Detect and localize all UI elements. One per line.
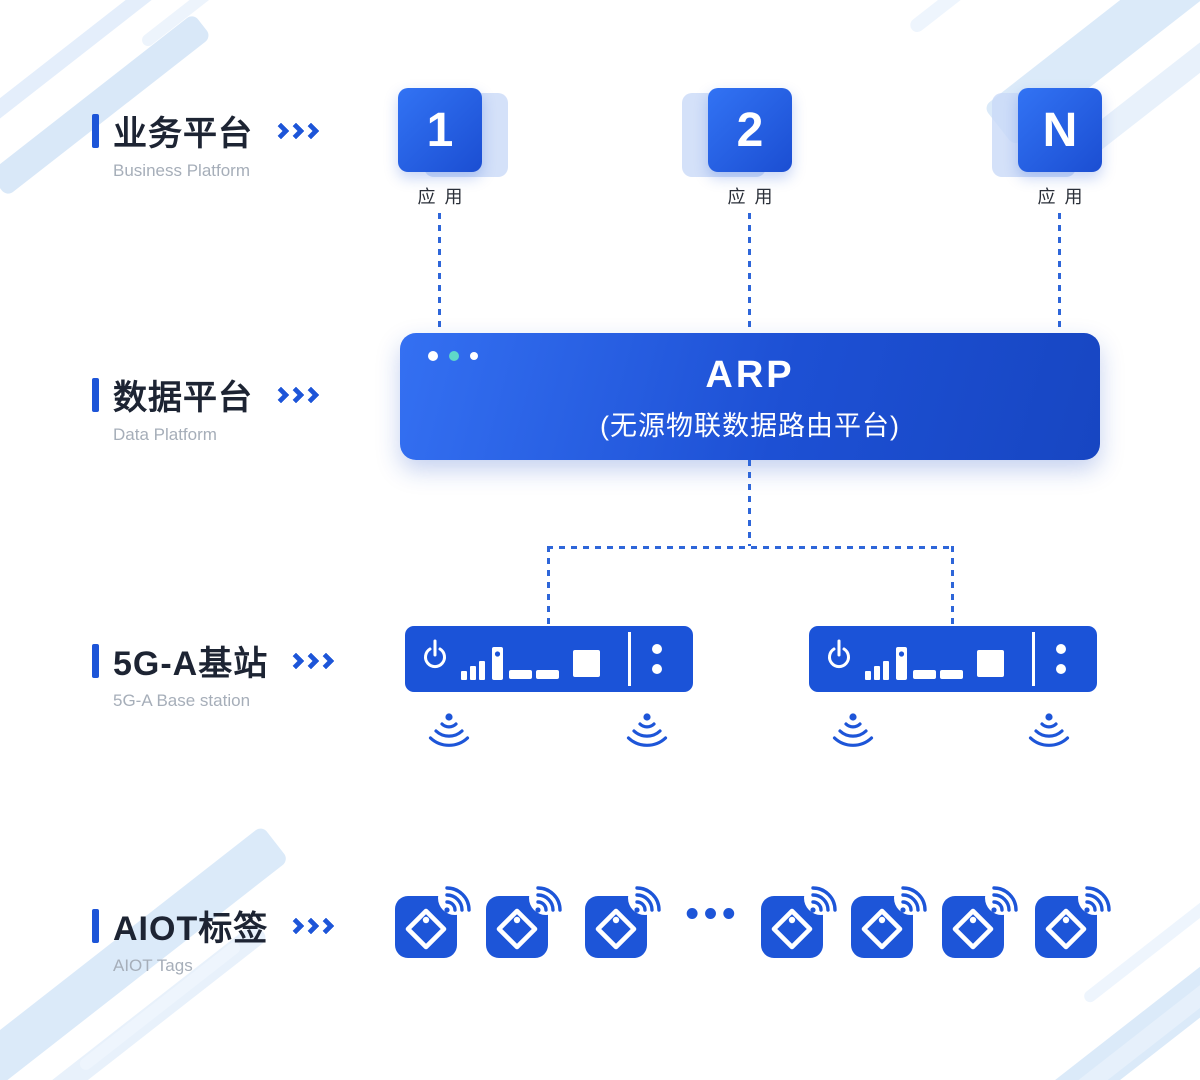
base-station-1 [405, 626, 693, 697]
app-tile-1: 1 应用 [398, 88, 508, 209]
section-title: AIOT标签 [113, 910, 269, 948]
base-station-icon [809, 626, 1097, 692]
app-number: N [1018, 88, 1102, 172]
aiot-tag-icon [1033, 876, 1112, 965]
section-subtitle: AIOT Tags [113, 956, 193, 975]
aiot-tag-icon [940, 876, 1019, 965]
triple-chevron-icon [272, 386, 320, 403]
aiot-tag-icon [759, 876, 838, 965]
app-caption: 应用 [727, 187, 782, 207]
window-dots-icon [428, 351, 489, 361]
section-title: 业务平台 [113, 115, 253, 153]
aiot-tag-icon [393, 876, 472, 965]
wifi-signal-icon [426, 710, 472, 755]
section-title: 5G-A基站 [113, 645, 269, 683]
connector-appn-arp [1058, 213, 1061, 333]
section-subtitle: 5G-A Base station [113, 691, 251, 710]
connector-branch-station1 [547, 546, 550, 626]
section-subtitle: Business Platform [113, 161, 250, 180]
base-station-icon [405, 626, 693, 692]
section-label-aiot-tags: AIOT标签 AIOT Tags [92, 901, 335, 976]
section-bar [92, 643, 99, 678]
app-number: 2 [708, 88, 792, 172]
ellipsis-dots: ••• [685, 893, 741, 935]
wifi-signal-icon [624, 710, 670, 755]
triple-chevron-icon [287, 652, 335, 669]
connector-branch-station2 [951, 546, 954, 626]
arp-platform-box: ARP (无源物联数据路由平台) [400, 333, 1100, 460]
section-title: 数据平台 [113, 379, 253, 417]
section-label-base-station: 5G-A基站 5G-A Base station [92, 636, 335, 711]
wifi-signal-icon [1026, 710, 1072, 755]
triple-chevron-icon [287, 917, 335, 934]
section-bar [92, 377, 99, 412]
connector-app2-arp [748, 213, 751, 333]
wifi-signal-icon [830, 710, 876, 755]
triple-chevron-icon [272, 122, 320, 139]
arp-title: ARP [705, 354, 795, 396]
aiot-tag-icon [849, 876, 928, 965]
aiot-tag-icon [583, 876, 662, 965]
section-bar [92, 113, 99, 148]
aiot-tag-icon [484, 876, 563, 965]
connector-branch-horizontal [547, 546, 954, 549]
app-caption: 应用 [417, 187, 472, 207]
app-tile-2: 2 应用 [682, 88, 792, 209]
arp-subtitle: (无源物联数据路由平台) [600, 411, 900, 441]
app-tile-n: N 应用 [992, 88, 1102, 209]
app-number: 1 [398, 88, 482, 172]
connector-arp-branch [748, 460, 751, 546]
base-station-2 [809, 626, 1097, 697]
section-bar [92, 908, 99, 943]
app-caption: 应用 [1037, 187, 1092, 207]
connector-app1-arp [438, 213, 441, 333]
section-subtitle: Data Platform [113, 425, 217, 444]
section-label-data-platform: 数据平台 Data Platform [92, 370, 320, 445]
section-label-business: 业务平台 Business Platform [92, 106, 320, 181]
